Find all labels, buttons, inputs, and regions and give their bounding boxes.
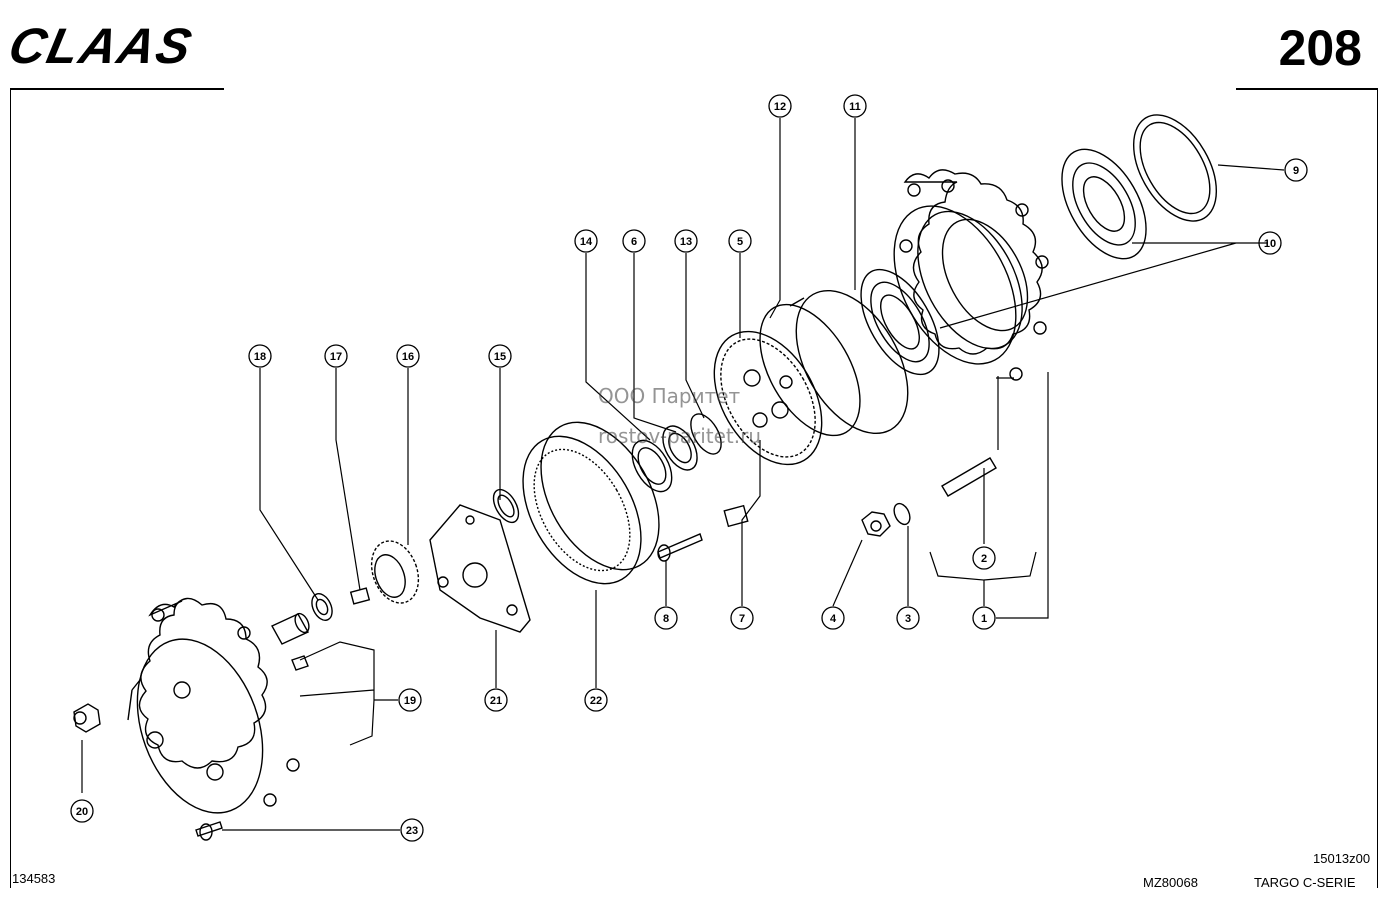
callout-label-19: 19 [404, 695, 416, 707]
planet-carrier-5 [713, 330, 823, 466]
callout-circle-12 [768, 94, 792, 118]
callout-circles [70, 94, 1308, 842]
callout-circle-15 [488, 344, 512, 368]
bearing-11 [860, 268, 940, 376]
planetary-cover [127, 597, 300, 814]
nut-4 [861, 511, 891, 537]
callout-label-12: 12 [774, 101, 786, 113]
callout-circle-18 [248, 344, 272, 368]
callout-label-14: 14 [580, 236, 593, 248]
callout-label-17: 17 [330, 351, 342, 363]
frame-right-border [1377, 88, 1378, 888]
callout-circle-9 [1284, 158, 1308, 182]
callout-label-15: 15 [494, 351, 506, 363]
callout-circle-19 [398, 688, 422, 712]
callout-circle-20 [70, 799, 94, 823]
washer-18 [311, 593, 333, 621]
bolt-8 [657, 533, 703, 562]
frame-left-border [10, 88, 11, 888]
callout-circle-2 [972, 546, 996, 570]
callout-label-16: 16 [402, 351, 414, 363]
callout-label-23: 23 [406, 825, 418, 837]
model-series: TARGO C-SERIE [1254, 875, 1356, 890]
callout-label-2: 2 [981, 553, 987, 565]
callout-circle-23 [400, 818, 424, 842]
needle-bearing-6 [662, 425, 698, 471]
callout-circle-8 [654, 606, 678, 630]
callout-circle-14 [574, 229, 598, 253]
circlip-12 [795, 289, 909, 435]
callout-circle-17 [324, 344, 348, 368]
watermark-company: ООО Паритет [598, 384, 741, 408]
callout-label-4: 4 [830, 613, 837, 625]
callout-label-21: 21 [490, 695, 502, 707]
callout-label-6: 6 [631, 236, 637, 248]
ring-gear-22 [522, 421, 660, 585]
callout-label-22: 22 [590, 695, 602, 707]
reference-code: 15013z00 [1313, 851, 1371, 866]
callout-circle-13 [674, 229, 698, 253]
callout-label-5: 5 [737, 236, 743, 248]
callout-circle-21 [484, 688, 508, 712]
watermark-website: rostov-paritet.ru [598, 424, 762, 448]
drawing-code: MZ80068 [1143, 875, 1198, 890]
thrust-washer-13 [690, 413, 722, 455]
stud-2 [941, 457, 997, 497]
callout-circle-1 [972, 606, 996, 630]
callout-circle-10 [1258, 231, 1282, 255]
screw-23 [195, 821, 223, 841]
callout-label-18: 18 [254, 351, 266, 363]
header-rule-left [10, 88, 224, 90]
callout-circle-22 [584, 688, 608, 712]
header-rule-right [1236, 88, 1378, 90]
callout-circle-4 [821, 606, 845, 630]
callout-circle-16 [396, 344, 420, 368]
seal-ring-9 [1132, 114, 1218, 222]
callout-circle-7 [730, 606, 754, 630]
callout-label-8: 8 [663, 613, 669, 625]
washer-3 [893, 502, 911, 526]
callout-label-20: 20 [76, 806, 88, 818]
callout-circle-5 [728, 229, 752, 253]
callout-circle-6 [622, 229, 646, 253]
callout-label-3: 3 [905, 613, 911, 625]
thrust-plate-21 [429, 504, 531, 633]
page-number: 208 [1278, 20, 1362, 76]
callout-circle-11 [843, 94, 867, 118]
bush-7 [723, 504, 749, 528]
callout-label-9: 9 [1293, 165, 1299, 177]
callout-label-11: 11 [849, 101, 861, 113]
pin-17 [349, 587, 371, 605]
callout-label-10: 10 [1264, 238, 1276, 250]
callout-label-7: 7 [739, 613, 745, 625]
callout-circle-3 [896, 606, 920, 630]
callout-label-1: 1 [981, 613, 987, 625]
oring-11 [759, 297, 861, 437]
bushing-19 [271, 612, 310, 671]
callout-label-13: 13 [680, 236, 692, 248]
leader-lines [81, 118, 1285, 831]
circlip-15 [492, 488, 520, 524]
document-number: 134583 [12, 871, 56, 886]
washer-14 [631, 439, 673, 493]
drain-plug-20 [73, 703, 101, 733]
bearing-10 [1061, 148, 1147, 260]
sun-gear-16 [370, 540, 420, 604]
